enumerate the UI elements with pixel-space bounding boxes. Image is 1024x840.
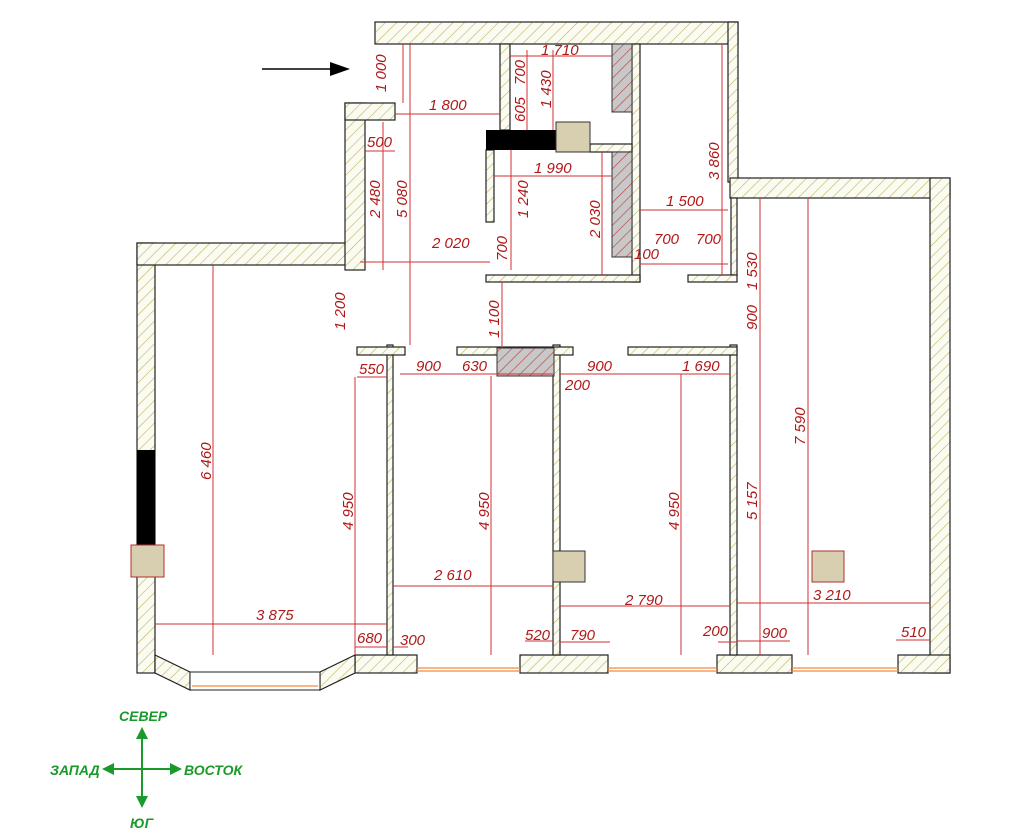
dim-label: 900 — [762, 625, 788, 642]
windows — [417, 667, 898, 672]
dim-label: 3 860 — [706, 142, 723, 180]
dim-label: 510 — [901, 624, 927, 641]
dim-label: 5 157 — [744, 482, 761, 520]
dim-label: 4 950 — [476, 492, 493, 530]
dim-label: 700 — [696, 231, 722, 248]
dim-label: 1 690 — [682, 358, 720, 375]
dim-label: 2 610 — [433, 567, 472, 584]
dim-label: 1 100 — [486, 300, 503, 338]
dim-label: 605 — [512, 96, 529, 122]
dim-label: 700 — [654, 231, 680, 248]
dim-label: 1 500 — [666, 193, 704, 210]
ventilation-shafts — [496, 43, 633, 377]
dim-label: 2 480 — [367, 180, 384, 219]
dim-label: 1 000 — [373, 54, 390, 92]
dim-label: 3 875 — [256, 607, 294, 624]
dim-label: 2 790 — [624, 592, 663, 609]
dim-label: 700 — [512, 59, 529, 85]
dim-label: 1 800 — [429, 97, 467, 114]
dim-label: 200 — [702, 623, 729, 640]
arrow-east-icon — [170, 763, 182, 775]
dim-label: 900 — [587, 358, 613, 375]
arrow-south-icon — [136, 796, 148, 808]
compass-south: ЮГ — [130, 815, 155, 831]
dim-label: 300 — [400, 632, 426, 649]
black-walls — [137, 130, 556, 545]
columns — [130, 121, 845, 583]
dim-label: 550 — [359, 361, 385, 378]
dim-label: 4 950 — [340, 492, 357, 530]
compass-north: СЕВЕР — [119, 708, 168, 724]
bay-window — [154, 654, 356, 691]
compass: СЕВЕР ЗАПАД ВОСТОК ЮГ — [50, 708, 243, 831]
compass-west: ЗАПАД — [50, 762, 100, 778]
dim-label: 700 — [494, 235, 511, 261]
dim-label: 5 080 — [394, 180, 411, 218]
dim-label: 100 — [634, 246, 660, 263]
dim-label: 1 430 — [538, 70, 555, 108]
entrance-arrow — [262, 62, 350, 76]
dim-label: 7 590 — [792, 407, 809, 445]
dim-label: 1 710 — [541, 42, 579, 59]
dim-label: 1 240 — [515, 180, 532, 218]
arrow-north-icon — [136, 727, 148, 739]
dim-label: 1 990 — [534, 160, 572, 177]
dim-label: 680 — [357, 630, 383, 647]
dimension-lines — [155, 44, 930, 655]
dim-label: 500 — [367, 134, 393, 151]
dim-label: 3 210 — [813, 587, 851, 604]
dim-label: 6 460 — [198, 442, 215, 480]
dim-label: 1 200 — [332, 292, 349, 330]
dim-label: 200 — [564, 377, 591, 394]
dim-label: 900 — [416, 358, 442, 375]
dim-label: 2 030 — [587, 200, 604, 239]
arrow-west-icon — [102, 763, 114, 775]
dim-label: 900 — [744, 304, 761, 330]
dim-label: 4 950 — [666, 492, 683, 530]
dim-label: 790 — [570, 627, 596, 644]
compass-east: ВОСТОК — [184, 762, 243, 778]
dimension-labels: 1 000 1 710 700 1 430 605 1 800 500 2 48… — [198, 42, 927, 649]
dim-label: 630 — [462, 358, 488, 375]
dim-label: 1 530 — [744, 252, 761, 290]
dim-label: 2 020 — [431, 235, 470, 252]
dim-label: 520 — [525, 627, 551, 644]
